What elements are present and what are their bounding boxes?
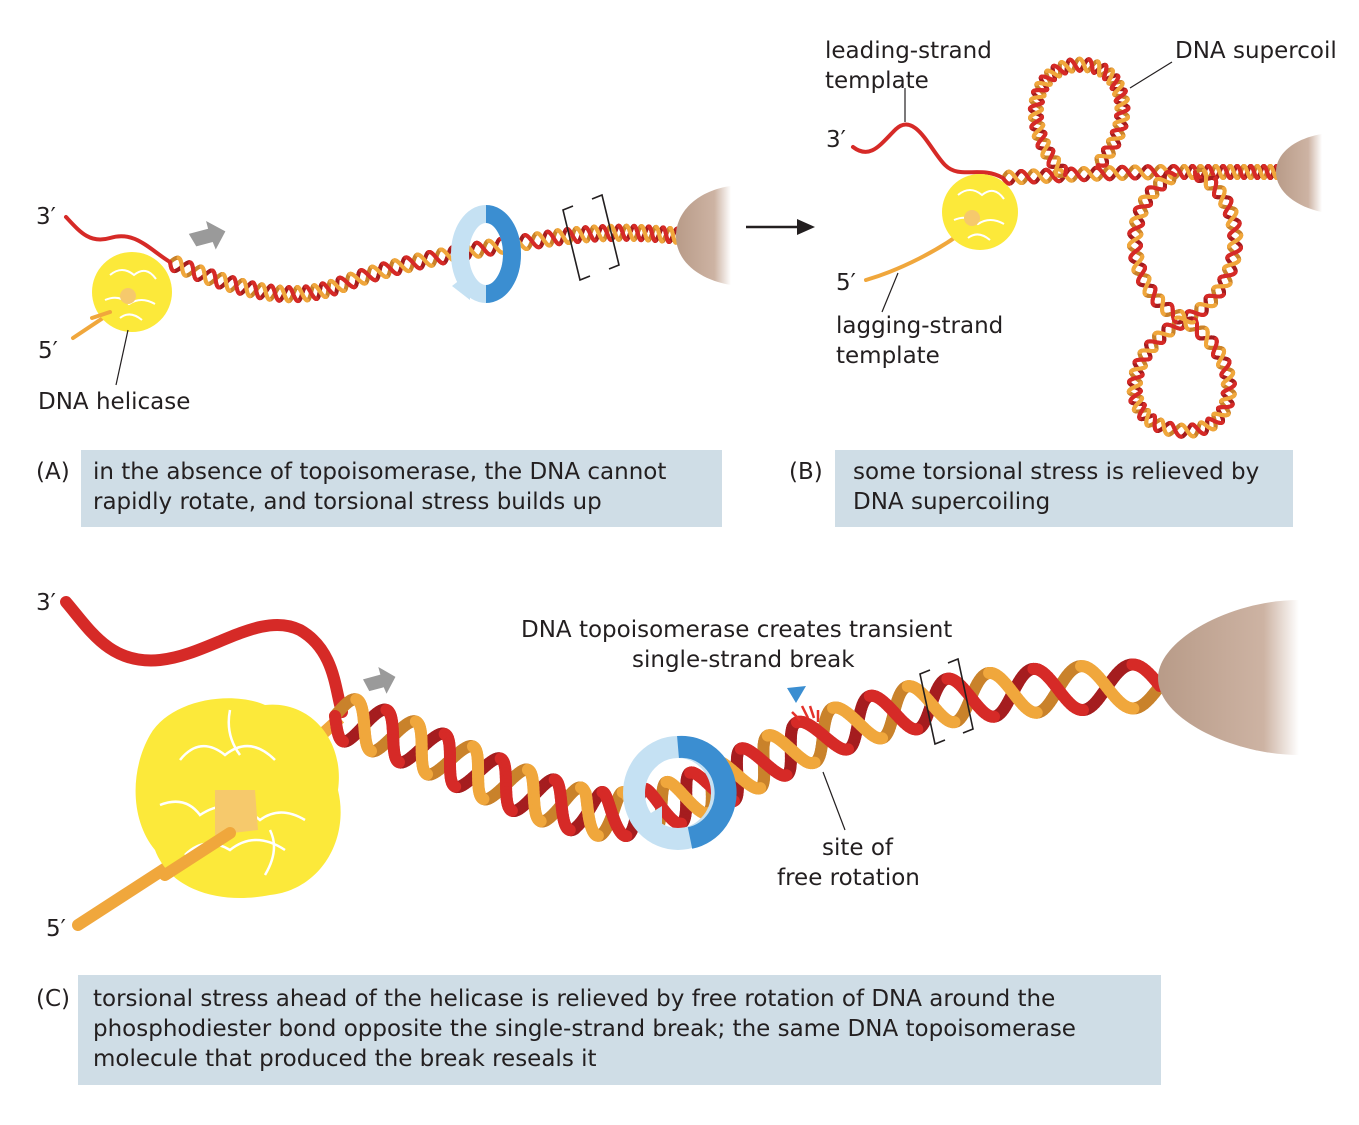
leading-strand-a bbox=[64, 215, 172, 264]
leading-strand-b bbox=[851, 122, 1005, 180]
label-dna-helicase: DNA helicase bbox=[38, 389, 190, 415]
rotation-ring-a bbox=[451, 205, 521, 303]
panel-b: leading-strand template DNA supercoil 3′… bbox=[825, 38, 1337, 439]
dna-helicase-a bbox=[92, 252, 172, 332]
transition-arrow bbox=[746, 219, 815, 235]
direction-arrow-a bbox=[188, 220, 226, 250]
bracket-a bbox=[562, 193, 620, 282]
anchor-a bbox=[676, 186, 731, 285]
label-5prime-a: 5′ bbox=[38, 338, 58, 364]
dna-duplex-a bbox=[168, 223, 682, 304]
label-3prime-a: 3′ bbox=[36, 204, 56, 230]
dna-supercoil bbox=[1001, 56, 1282, 439]
panel-a: 3′ 5′ DNA helicase bbox=[36, 186, 815, 415]
